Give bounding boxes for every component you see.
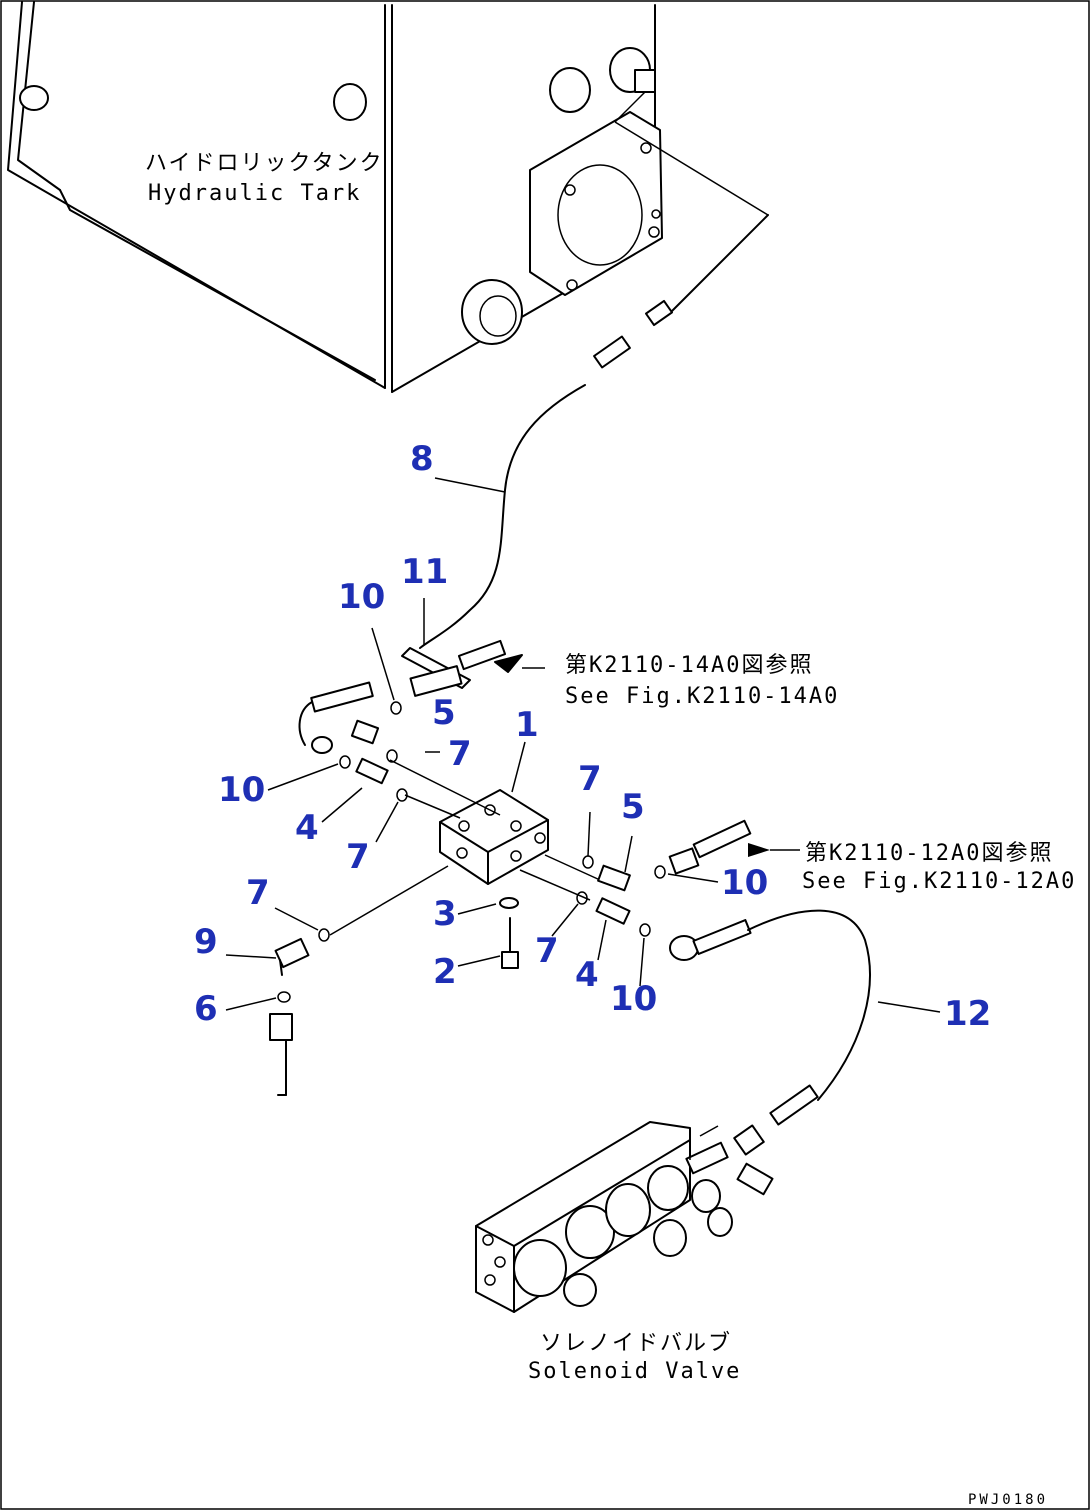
callout-7-bottom: 7	[535, 931, 559, 971]
hose-12	[669, 909, 871, 1156]
callout-6: 6	[194, 989, 218, 1029]
hose-8	[419, 214, 769, 649]
ref2-jp: 第K2110-12A0図参照	[805, 841, 1053, 866]
callout-7-upper: 7	[448, 734, 472, 774]
callout-2: 2	[433, 952, 457, 992]
callout-9: 9	[194, 922, 218, 962]
callouts: 8 11 10 5 1 7 10 4 7 7 5 10 7 3 9 7 2 4 …	[194, 439, 991, 1034]
callout-11: 11	[401, 552, 448, 592]
hydraulic-tank	[7, 1, 769, 393]
callout-4-right: 4	[575, 955, 599, 995]
clamp-11	[401, 639, 545, 697]
tank-label-jp: ハイドロリックタンク	[145, 151, 384, 176]
callout-10-left: 10	[218, 770, 265, 810]
ref2-en: See Fig.K2110-12A0	[802, 869, 1076, 894]
valve-label-jp: ソレノイドバルブ	[540, 1331, 732, 1356]
tank-label-en: Hydraulic Tark	[148, 181, 361, 206]
callout-1: 1	[515, 705, 539, 745]
left-hose	[298, 681, 374, 754]
callout-12: 12	[944, 994, 991, 1034]
right-upper-hose	[668, 819, 800, 875]
callout-4-left: 4	[295, 808, 319, 848]
callout-10-right: 10	[721, 863, 768, 903]
callout-5-left: 5	[432, 693, 456, 733]
callout-7-right-top: 7	[578, 759, 602, 799]
callout-8: 8	[410, 439, 434, 479]
solenoid-valve	[475, 1121, 774, 1313]
ref1-en: See Fig.K2110-14A0	[565, 684, 839, 709]
valve-label-en: Solenoid Valve	[528, 1359, 741, 1384]
callout-10-bottom: 10	[610, 979, 657, 1019]
callout-5-right: 5	[621, 787, 645, 827]
fittings	[269, 701, 666, 1096]
drawing-code: PWJ0180	[968, 1492, 1048, 1508]
callout-7-far-left: 7	[246, 873, 270, 913]
callout-7-left: 7	[346, 837, 370, 877]
valve-block-1	[439, 789, 549, 885]
callout-10-top: 10	[338, 577, 385, 617]
leader-lines	[225, 477, 941, 1013]
ref1-jp: 第K2110-14A0図参照	[565, 653, 813, 678]
callout-3: 3	[433, 894, 457, 934]
